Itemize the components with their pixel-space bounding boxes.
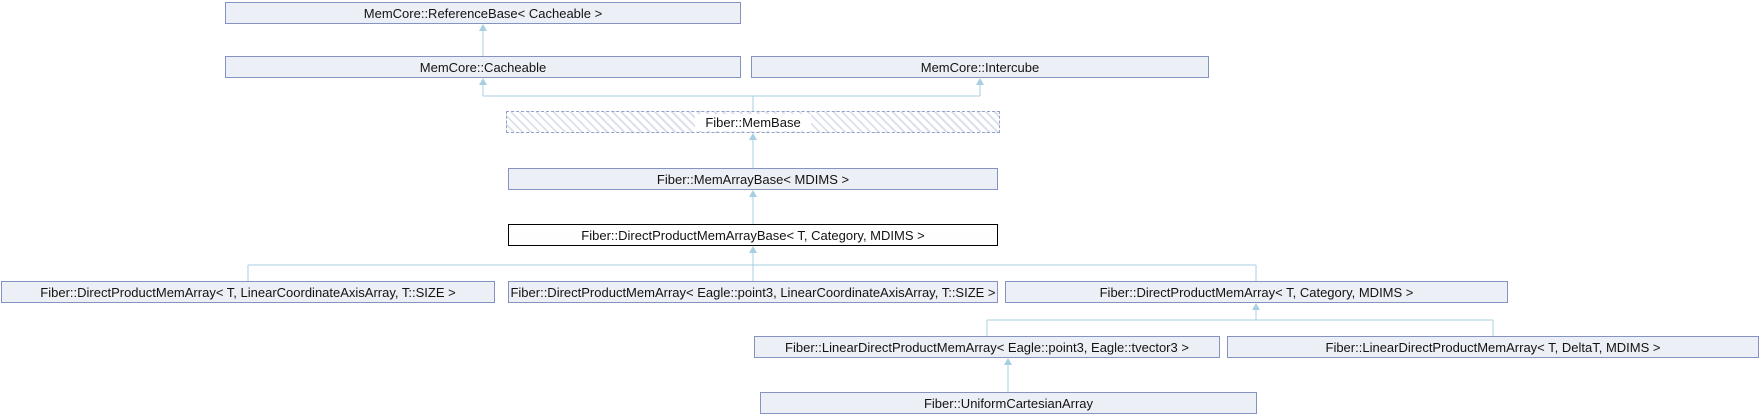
class-node-label: Fiber::DirectProductMemArray< Eagle::poi…	[510, 284, 996, 300]
class-node-label: Fiber::DirectProductMemArrayBase< T, Cat…	[581, 227, 925, 243]
class-node-memcore-intercube[interactable]: MemCore::Intercube	[751, 56, 1209, 78]
class-node-label: Fiber::MemArrayBase< MDIMS >	[656, 171, 850, 187]
class-node-lineardirectproductmemarray-point3-tvector3[interactable]: Fiber::LinearDirectProductMemArray< Eagl…	[754, 336, 1220, 358]
class-node-fiber-membase: Fiber::MemBase	[506, 111, 1000, 133]
class-node-fiber-uniformcartesianarray[interactable]: Fiber::UniformCartesianArray	[760, 392, 1257, 414]
class-node-label: Fiber::DirectProductMemArray< T, Categor…	[1099, 284, 1414, 300]
class-node-fiber-directproductmemarraybase-current: Fiber::DirectProductMemArrayBase< T, Cat…	[508, 224, 998, 246]
class-node-memcore-cacheable[interactable]: MemCore::Cacheable	[225, 56, 741, 78]
class-node-label: Fiber::UniformCartesianArray	[923, 395, 1094, 411]
class-node-label: MemCore::ReferenceBase< Cacheable >	[363, 5, 603, 21]
edge-memarraybase-to-membase	[749, 133, 757, 168]
class-node-directproductmemarray-linearcoordinateaxisarray[interactable]: Fiber::DirectProductMemArray< T, LinearC…	[1, 281, 495, 303]
edge-uniformcartesianarray-to-parent	[1004, 358, 1012, 392]
class-node-label: Fiber::MemBase	[695, 113, 811, 131]
class-node-directproductmemarray-t-category-mdims[interactable]: Fiber::DirectProductMemArray< T, Categor…	[1005, 281, 1508, 303]
edge-cacheable-to-referencebase	[479, 24, 487, 56]
edge-membase-to-cacheable-and-intercube	[479, 78, 984, 111]
class-node-label: Fiber::DirectProductMemArray< T, LinearC…	[40, 284, 456, 300]
class-node-lineardirectproductmemarray-t-deltat-mdims[interactable]: Fiber::LinearDirectProductMemArray< T, D…	[1227, 336, 1759, 358]
class-node-label: MemCore::Intercube	[920, 59, 1040, 75]
class-node-label: Fiber::LinearDirectProductMemArray< Eagl…	[785, 339, 1189, 355]
class-node-label: Fiber::LinearDirectProductMemArray< T, D…	[1325, 339, 1661, 355]
class-node-directproductmemarray-point3[interactable]: Fiber::DirectProductMemArray< Eagle::poi…	[508, 281, 998, 303]
class-node-fiber-memarraybase[interactable]: Fiber::MemArrayBase< MDIMS >	[508, 168, 998, 190]
edge-directproductmemarraybase-to-memarraybase	[749, 190, 757, 224]
edge-directproductmemarray-children-to-base	[247, 246, 1257, 281]
class-node-label: MemCore::Cacheable	[419, 59, 547, 75]
class-node-memcore-referencebase[interactable]: MemCore::ReferenceBase< Cacheable >	[225, 2, 741, 24]
edge-lineardirectproductmemarray-children-to-parent	[986, 303, 1494, 336]
